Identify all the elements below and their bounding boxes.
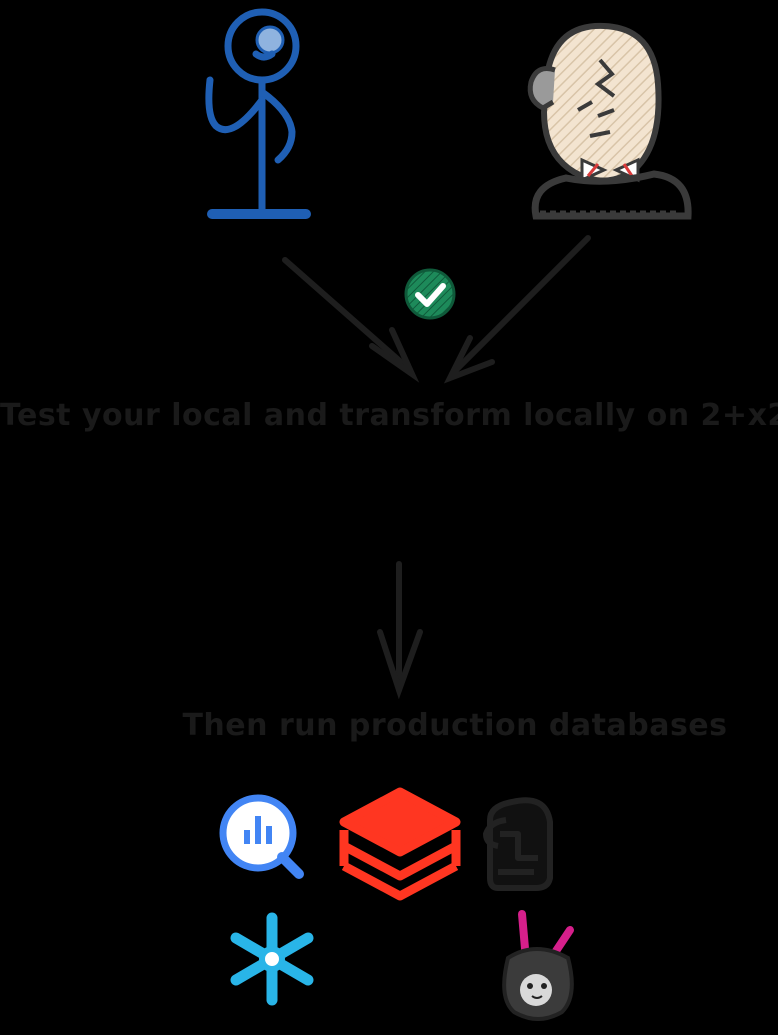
bigquery-logo-icon [219,794,304,879]
developer-stick-figure-icon [205,8,311,219]
databricks-logo-icon [339,787,461,901]
snowflake-logo-icon [230,912,314,1006]
bunny-mascot-icon [502,910,574,1021]
check-badge-icon [404,268,456,320]
arrow-professor-to-test [443,235,591,384]
bald-professor-bowtie-icon [527,22,692,220]
postgres-elephant-icon [483,797,553,891]
arrow-developer-to-test [282,257,420,383]
production-databases-label: Then run production databases [182,708,728,743]
arrow-down-to-production [377,561,423,700]
test-locally-label: Test your local and transform locally on… [0,398,778,433]
